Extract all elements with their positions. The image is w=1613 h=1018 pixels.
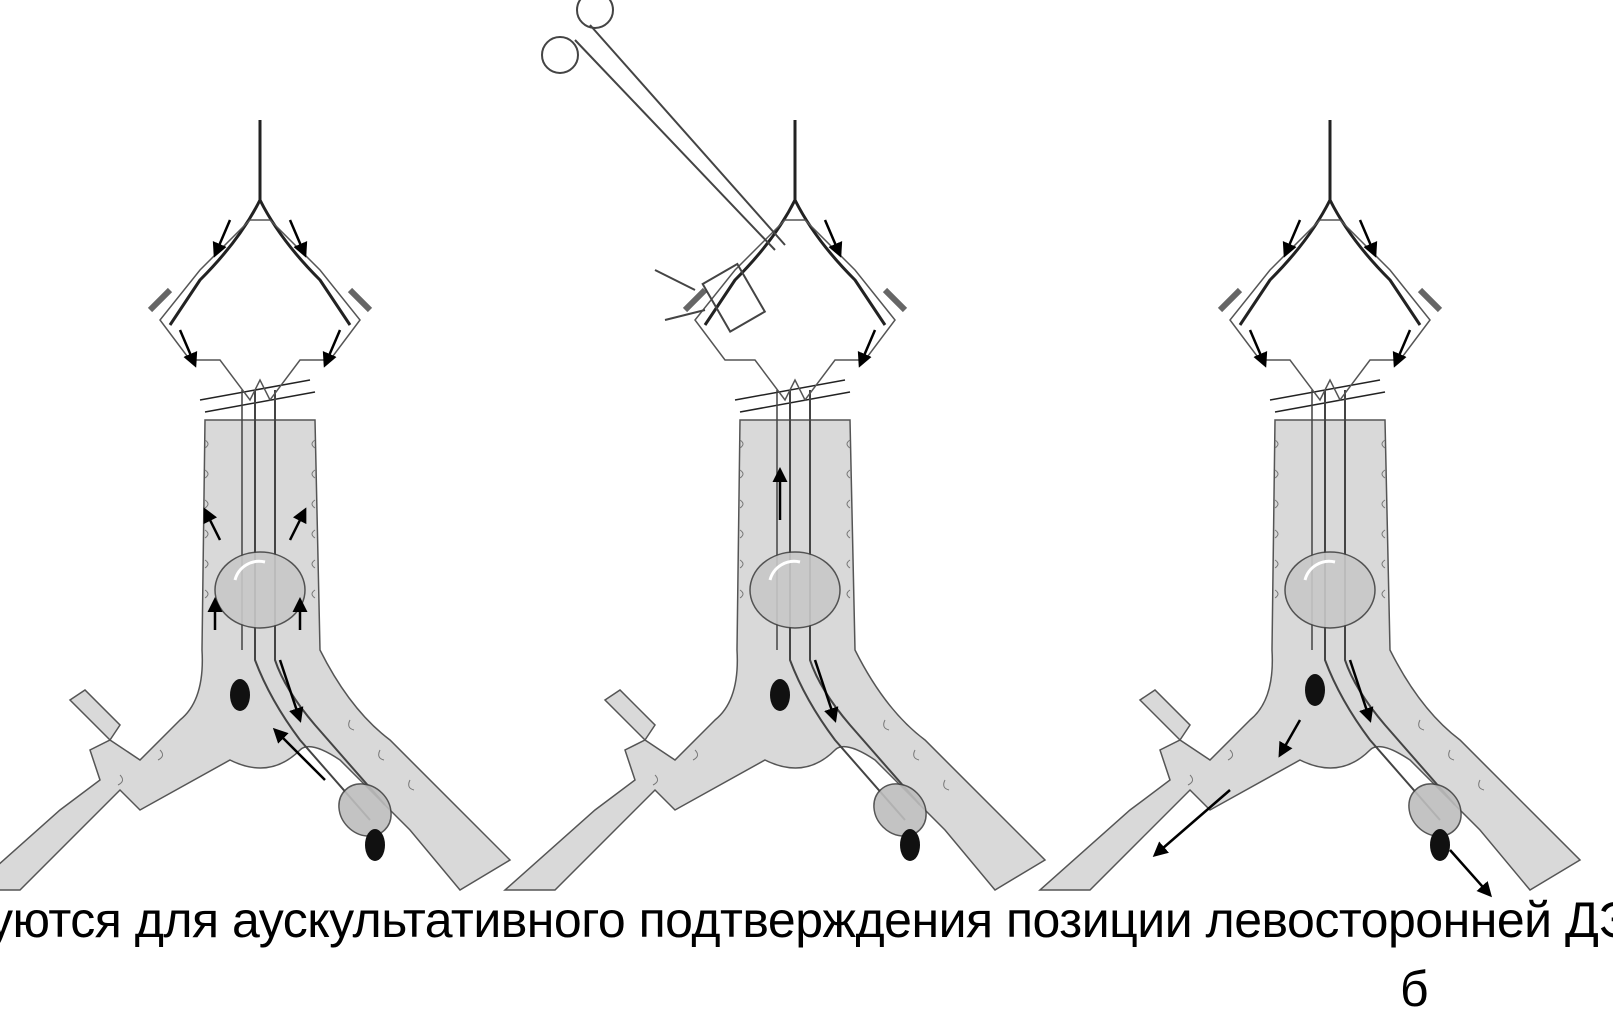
panel-2 (505, 0, 1045, 890)
tube-placement-diagram (0, 0, 1613, 965)
panel-3 (1040, 120, 1580, 895)
figure-caption-line-2: б (1400, 960, 1429, 1018)
panel-1 (0, 120, 510, 890)
clamp-icon (542, 0, 785, 332)
figure-caption: уются для аускультативного подтверждения… (0, 895, 1613, 945)
